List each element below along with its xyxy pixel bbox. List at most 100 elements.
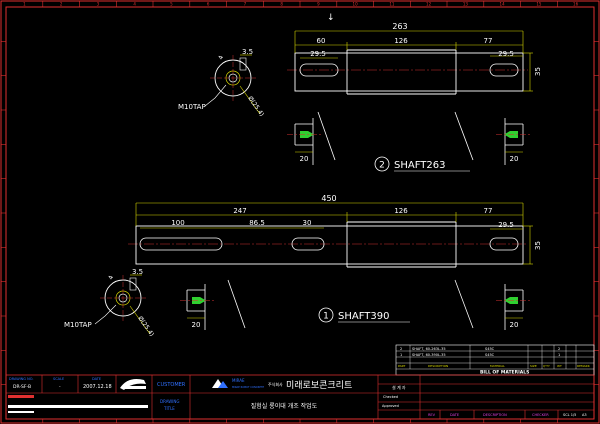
shaft390-seg-e-dim: 86.5 bbox=[249, 219, 265, 227]
end-top-dim-b: 4 bbox=[217, 55, 225, 61]
frame-column-number: 4 bbox=[133, 2, 136, 7]
shaft390-section-width-right: 20 bbox=[510, 321, 519, 329]
tb-sheet-scale: SCL 1/5 bbox=[563, 413, 576, 417]
shaft390-seg-b-dim: 126 bbox=[394, 207, 408, 215]
shaft263-section-width: 20 bbox=[300, 155, 309, 163]
shaft263-section-width-right: 20 bbox=[510, 155, 519, 163]
shaft390-dia-dim: 35 bbox=[534, 241, 542, 250]
tb-company-small: MIRAE ROBOT CONCRETE bbox=[232, 385, 264, 389]
bom-row2-no: 2 bbox=[400, 347, 402, 351]
tb-drawing-no-label: DRAWING NO. bbox=[9, 377, 33, 381]
tb-date-label: DATE bbox=[92, 377, 101, 381]
end-bottom-pcd: Ø(25.4) bbox=[136, 315, 155, 338]
shaft263-key-left-dim: 29.5 bbox=[310, 50, 326, 58]
shaft263-key-right-dim: 29.5 bbox=[498, 50, 514, 58]
shaft390-key-right-dim: 29.5 bbox=[498, 221, 514, 229]
tb-scale-label: SCALE bbox=[53, 377, 64, 381]
frame-column-number: 11 bbox=[389, 2, 395, 7]
end-bottom-dim-b: 4 bbox=[107, 275, 115, 281]
shaft263-right-dim: 77 bbox=[484, 37, 493, 45]
tb-rev-label: REV bbox=[428, 413, 436, 417]
cursor-arrow-icon: ↓ bbox=[327, 13, 335, 23]
shaft390-overall-dim: 450 bbox=[321, 194, 336, 203]
tb-customer-label: CUSTOMER bbox=[157, 382, 186, 388]
shaft263-mid-dim: 126 bbox=[394, 37, 408, 45]
tb-company-prefix: 주식회사 bbox=[268, 381, 283, 387]
frame-column-number: 13 bbox=[463, 2, 469, 7]
shaft390-section-width-left: 20 bbox=[192, 321, 201, 329]
tb-drawing-title: 질험실 롱이대 개조 작업도 bbox=[251, 402, 318, 410]
tb-company-name: 미래로보콘크리트 bbox=[286, 380, 352, 391]
end-top-pcd: Ø(25.4) bbox=[246, 95, 265, 118]
frame-column-number: 6 bbox=[207, 2, 210, 7]
shaft263-view[interactable]: 263 60 126 77 29.5 29.5 35 20 20 2 SHAFT… bbox=[287, 22, 542, 172]
tb-scale: - bbox=[59, 385, 61, 390]
shaft390-seg-c-dim: 77 bbox=[484, 207, 493, 215]
bom-header-remark: REMARK bbox=[577, 364, 591, 368]
tb-checked: Checked bbox=[383, 395, 398, 399]
bom-row1-no: 1 bbox=[400, 353, 402, 357]
bom-header-qty: Q'TY bbox=[543, 364, 550, 368]
shaft390-view[interactable]: 450 247 126 77 100 86.5 30 29.5 35 20 20… bbox=[128, 194, 542, 330]
frame-column-number: 16 bbox=[573, 2, 579, 7]
bom-header-size: SIZE bbox=[530, 364, 537, 368]
tb-approved: Approved bbox=[382, 404, 399, 408]
mirae-logo-icon bbox=[212, 379, 228, 388]
bom-row1-desc: SHAFT, 60-390L-35 bbox=[412, 353, 446, 357]
bom-row2-desc: SHAFT, 60-263L-35 bbox=[412, 347, 446, 351]
shaft390-seg-a-dim: 247 bbox=[233, 207, 246, 215]
bom-row2-mat: S45C bbox=[485, 347, 495, 351]
tb-drawing-title-label1: DRAWING bbox=[160, 399, 179, 404]
frame-column-number: 14 bbox=[500, 2, 506, 7]
shaft263-overall-dim: 263 bbox=[392, 22, 407, 31]
bill-of-materials: 2 SHAFT, 60-263L-35 S45C 2 1 SHAFT, 60-3… bbox=[395, 344, 595, 376]
end-bottom-dim-a: 3.5 bbox=[132, 268, 143, 276]
tb-drawing-no: DR-SF-B bbox=[13, 384, 31, 390]
frame-column-number: 2 bbox=[60, 2, 63, 7]
shaft390-seg-f-dim: 30 bbox=[303, 219, 312, 227]
tb-drawing-title-label2: TITLE bbox=[163, 406, 175, 411]
tb-checker-col: CHECKER bbox=[532, 413, 549, 417]
shaft263-left-dim: 60 bbox=[317, 37, 326, 45]
end-view-top[interactable]: 3.5 4 M10TAP Ø(25.4) bbox=[178, 48, 265, 118]
shaft390-label: SHAFT390 bbox=[338, 311, 389, 322]
frame-column-number: 12 bbox=[426, 2, 432, 7]
end-top-dim-a: 3.5 bbox=[242, 48, 253, 56]
bom-row2-qty: 2 bbox=[558, 347, 560, 351]
tb-logo-small: MIRAE bbox=[232, 378, 245, 383]
bom-header-mat: MATERIAL bbox=[490, 364, 505, 368]
tb-sheet-size: A3 bbox=[582, 413, 587, 417]
tb-desc-col: DESCRIPTION bbox=[483, 413, 507, 417]
shaft263-callout-circle bbox=[374, 156, 390, 172]
frame-column-number: 1 bbox=[23, 2, 26, 7]
frame-column-number: 7 bbox=[244, 2, 247, 7]
shaft263-label: SHAFT263 bbox=[394, 160, 445, 171]
shaft263-callout-number: 2 bbox=[379, 161, 385, 171]
frame-column-number: 15 bbox=[536, 2, 542, 7]
company-logo-icon bbox=[120, 379, 146, 390]
end-view-bottom[interactable]: 3.5 4 M10TAP Ø(25.4) bbox=[64, 268, 155, 338]
bom-title: BILL OF MATERIALS bbox=[480, 370, 529, 376]
frame-column-number: 5 bbox=[170, 2, 173, 7]
tb-drawn: 설 계 자 bbox=[392, 384, 406, 390]
shaft390-callout-circle bbox=[318, 307, 334, 323]
shaft263-dia-dim: 35 bbox=[534, 67, 542, 76]
bom-header-wt: WT bbox=[557, 364, 562, 368]
bom-header-no: PART bbox=[398, 364, 406, 368]
bom-header-desc: DESCRIPTION bbox=[428, 364, 448, 368]
shaft390-callout-number: 1 bbox=[323, 312, 329, 322]
frame-column-number: 8 bbox=[280, 2, 283, 7]
frame-column-number: 10 bbox=[353, 2, 359, 7]
title-block: DRAWING NO. DR-SF-B SCALE - DATE 2007.12… bbox=[6, 374, 594, 419]
end-top-tap-label: M10TAP bbox=[178, 103, 206, 111]
end-bottom-tap-label: M10TAP bbox=[64, 321, 92, 329]
frame-column-number: 9 bbox=[317, 2, 320, 7]
bom-row1-qty: 1 bbox=[558, 353, 560, 357]
tb-date: 2007.12.18 bbox=[83, 384, 112, 390]
bom-row1-mat: S45C bbox=[485, 353, 495, 357]
frame-column-number: 3 bbox=[97, 2, 100, 7]
shaft390-seg-d-dim: 100 bbox=[171, 219, 184, 227]
